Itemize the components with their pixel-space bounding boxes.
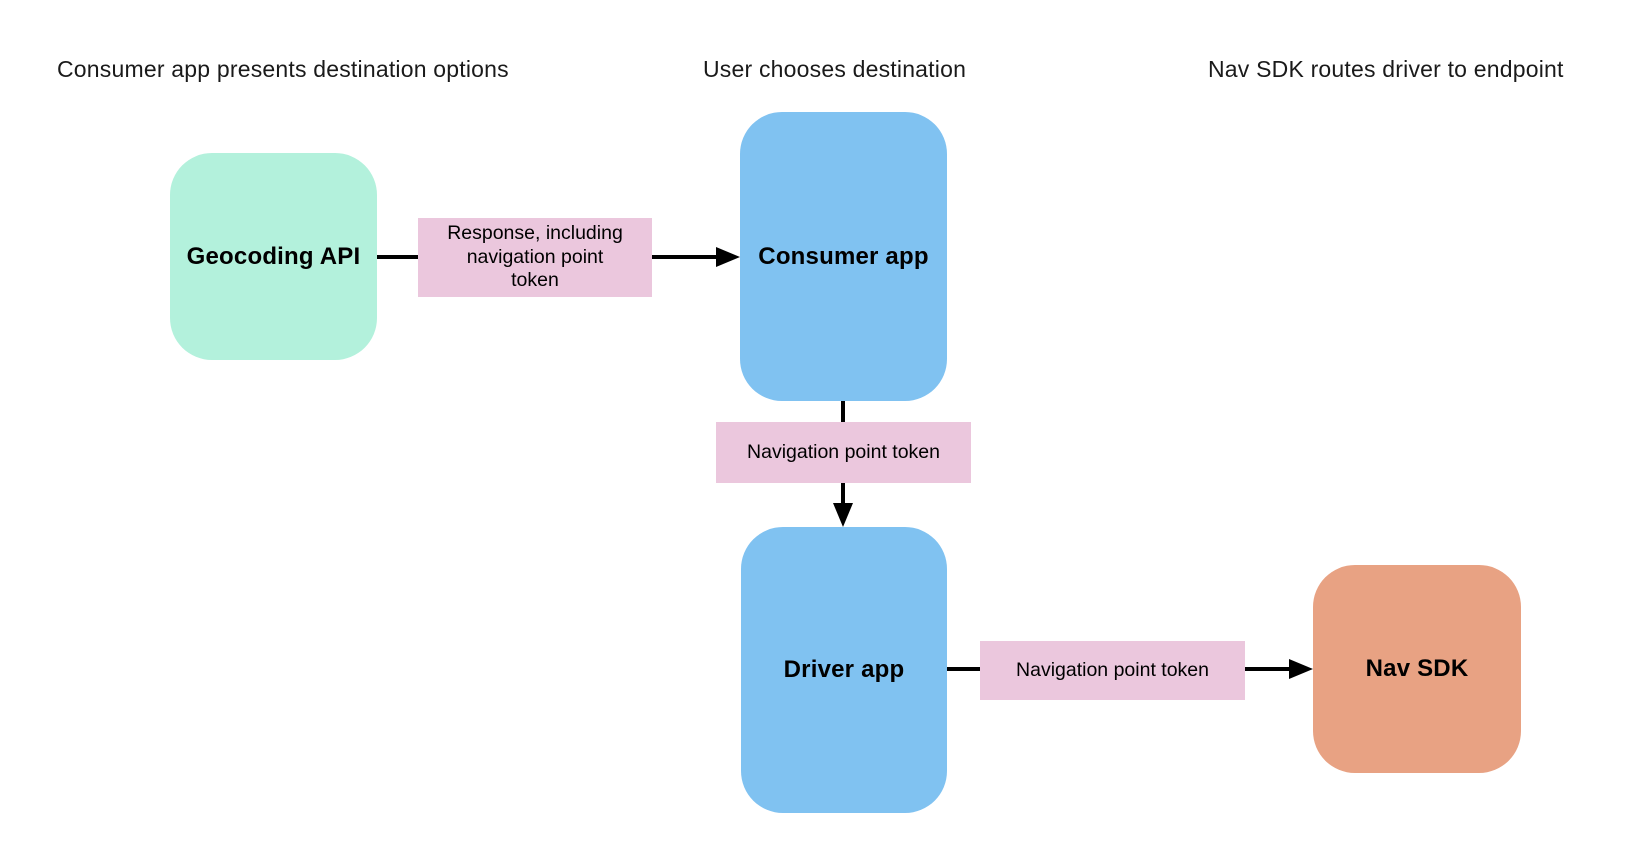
arrowhead-down-icon [833,503,853,527]
node-nav-sdk-label: Nav SDK [1365,655,1469,682]
connector-label-to-consumer [652,255,718,259]
node-driver-app[interactable]: Driver app [741,527,947,813]
edge-label-navigation-point-token-driver-to-sdk: Navigation point token [980,641,1245,700]
node-geocoding-api[interactable]: Geocoding API [170,153,377,360]
node-driver-app-label: Driver app [783,656,905,683]
edge-label-navigation-point-token-consumer-to-driver: Navigation point token [716,422,971,483]
node-nav-sdk[interactable]: Nav SDK [1313,565,1521,773]
arrowhead-right-icon [1289,659,1313,679]
arrowhead-right-icon [716,247,740,267]
connector-consumer-to-label [841,401,845,422]
node-consumer-app-label: Consumer app [758,242,929,270]
node-geocoding-api-label: Geocoding API [186,242,361,270]
connector-driver-to-label [947,667,980,671]
connector-label-to-navsdk [1245,667,1291,671]
column-header-user-chooses: User chooses destination [703,56,967,82]
column-header-nav-sdk-routes: Nav SDK routes driver to endpoint [1208,56,1564,82]
edge-label-response-token: Response, including navigation point tok… [418,218,652,297]
node-consumer-app[interactable]: Consumer app [740,112,947,401]
column-header-destination-options: Consumer app presents destination option… [57,56,509,82]
connector-geocoding-to-label [377,255,418,259]
connector-label-to-driver [841,483,845,505]
